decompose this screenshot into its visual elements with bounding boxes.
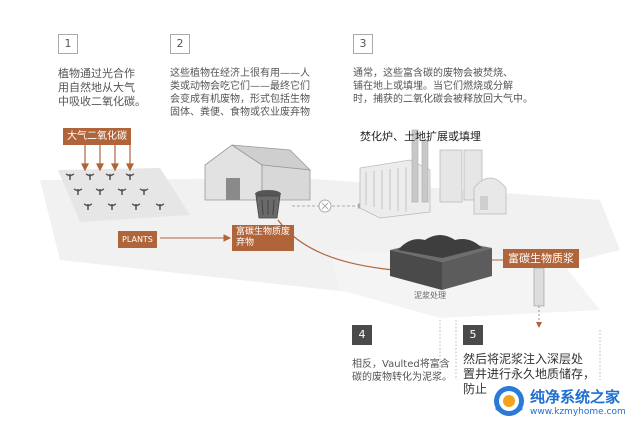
step-1-line: 中吸收二氧化碳。 xyxy=(58,95,146,108)
step-5-line: 防止 xyxy=(463,382,488,396)
step-3-description: 通常，这些富含碳的废物会被焚烧、 铺在地上或填埋。当它们燃烧或分解 时，捕获的二… xyxy=(353,67,553,106)
slurry-container xyxy=(390,235,492,290)
step-3-number: 3 xyxy=(353,34,373,54)
step-5-line: 置井进行永久地质储存， xyxy=(463,367,596,381)
step-1-number: 1 xyxy=(58,34,78,54)
plant-field xyxy=(58,168,190,222)
step-2-description: 这些植物在经济上很有用——人 类或动物会吃它们——最终它们 会变成有机废物，形式… xyxy=(170,67,330,119)
biomass-slurry-label: 富碳生物质浆 xyxy=(503,249,579,268)
biomass-waste-label: 富碳生物质废 弃物 xyxy=(232,225,294,251)
step-1-line: 植物通过光合作 xyxy=(58,67,135,80)
step-5-line: 然后将泥浆注入深层处 xyxy=(463,352,584,366)
plants-arrow xyxy=(160,234,232,242)
step-5-description: 然后将泥浆注入深层处 置井进行永久地质储存， 防止 xyxy=(463,352,613,397)
barn-building xyxy=(204,144,312,201)
co2-arrows xyxy=(81,142,134,172)
slurry-processing-label: 泥浆处理 xyxy=(414,291,446,300)
step-4-description: 相反，Vaulted将富含 碳的废物转化为泥浆。 xyxy=(352,358,462,384)
step-4-line: 相反，Vaulted将富含 xyxy=(352,359,450,370)
step-4-line: 碳的废物转化为泥浆。 xyxy=(352,372,452,383)
step-3-line: 时，捕获的二氧化碳会被释放回大气中。 xyxy=(353,94,533,105)
trash-bin xyxy=(255,190,281,219)
watermark: 纯净系统之家 www.kzmyhome.com xyxy=(488,380,638,424)
watermark-url: www.kzmyhome.com xyxy=(530,407,626,417)
step-2-line: 会变成有机废物，形式包括生物 xyxy=(170,94,310,105)
step-2-line: 类或动物会吃它们——最终它们 xyxy=(170,81,310,92)
atmospheric-co2-label: 大气二氧化碳 xyxy=(63,128,131,145)
underground-lines xyxy=(439,320,601,380)
step-2-number: 2 xyxy=(170,34,190,54)
watermark-title: 纯净系统之家 xyxy=(530,388,621,406)
biomass-waste-line: 富碳生物质废 xyxy=(236,227,291,237)
plants-label: PLANTS xyxy=(118,231,157,248)
step-2-line: 固体、粪便、食物或农业废弃物 xyxy=(170,107,310,118)
step-2-line: 这些植物在经济上很有用——人 xyxy=(170,68,310,79)
step-1-line: 用自然地从大气 xyxy=(58,81,135,94)
watermark-logo-icon xyxy=(494,386,524,416)
blocked-path-arrow xyxy=(292,199,364,213)
plant-sprouts xyxy=(65,173,165,210)
step-3-line: 通常，这些富含碳的废物会被焚烧、 xyxy=(353,68,513,79)
step-3-line: 铺在地上或填埋。当它们燃烧或分解 xyxy=(353,81,513,92)
step-5-number: 5 xyxy=(463,325,483,345)
factory-complex xyxy=(359,129,507,219)
biomass-waste-line: 弃物 xyxy=(236,238,255,248)
step-4-number: 4 xyxy=(352,325,372,345)
incineration-heading: 焚化炉、土地扩展或填埋 xyxy=(360,130,481,143)
step-1-description: 植物通过光合作 用自然地从大气 中吸收二氧化碳。 xyxy=(58,67,168,109)
